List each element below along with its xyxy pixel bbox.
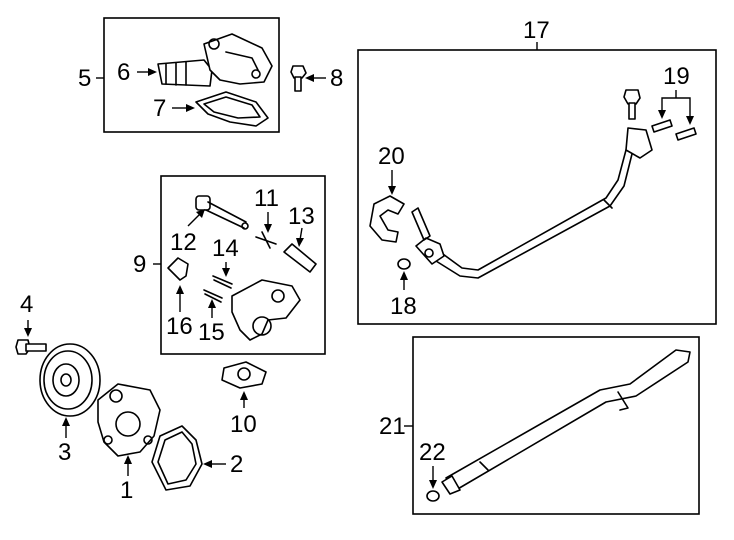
part-7-gasket [195, 91, 269, 127]
callout-7: 7 [153, 95, 166, 122]
callout-15: 15 [198, 319, 225, 346]
group-box-5 [103, 17, 280, 133]
callout-21: 21 [379, 413, 406, 440]
part-14-stud [212, 275, 233, 289]
callout-2: 2 [230, 451, 243, 478]
callout-1: 1 [120, 477, 133, 504]
callout-3: 3 [58, 439, 71, 466]
callout-13: 13 [288, 203, 315, 230]
part-1-water-pump [97, 383, 161, 457]
part-22-washer [426, 490, 440, 502]
part-21-heater-pipe [441, 349, 691, 495]
callout-9: 9 [133, 251, 146, 278]
part-4-bolt [15, 339, 47, 355]
part-11-fitting [255, 231, 277, 249]
callout-4: 4 [20, 291, 33, 318]
group-box-17 [357, 49, 717, 325]
callout-5: 5 [78, 65, 91, 92]
callout-10: 10 [230, 411, 257, 438]
part-3-pulley [39, 343, 101, 417]
callout-8: 8 [330, 65, 343, 92]
part-18-washer [397, 258, 411, 270]
callout-6: 6 [117, 59, 130, 86]
part-6-outlet-pipe [157, 33, 273, 87]
part-13-hose [283, 243, 317, 273]
part-12-bypass-pipe [195, 195, 249, 230]
part-19-studs [651, 119, 697, 141]
part-17-water-pipe [411, 127, 653, 279]
callout-19: 19 [663, 63, 690, 90]
callout-17: 17 [523, 17, 550, 44]
callout-20: 20 [378, 143, 405, 170]
callout-14: 14 [212, 235, 239, 262]
part-8-bolt [290, 65, 307, 92]
group-box-9 [160, 175, 326, 355]
callout-22: 22 [419, 439, 446, 466]
part-16-fitting [167, 257, 189, 281]
part-10-gasket [221, 361, 267, 389]
callout-11: 11 [254, 185, 279, 212]
callout-leaders [24, 42, 694, 489]
part-20-hose [369, 195, 405, 243]
callout-12: 12 [170, 229, 197, 256]
part-15-stud [203, 289, 223, 303]
callout-16: 16 [166, 313, 193, 340]
part-2-gasket [151, 425, 203, 491]
part-17-bolt [623, 89, 641, 120]
callout-18: 18 [390, 293, 417, 320]
part-9-thermostat-housing [231, 279, 301, 341]
